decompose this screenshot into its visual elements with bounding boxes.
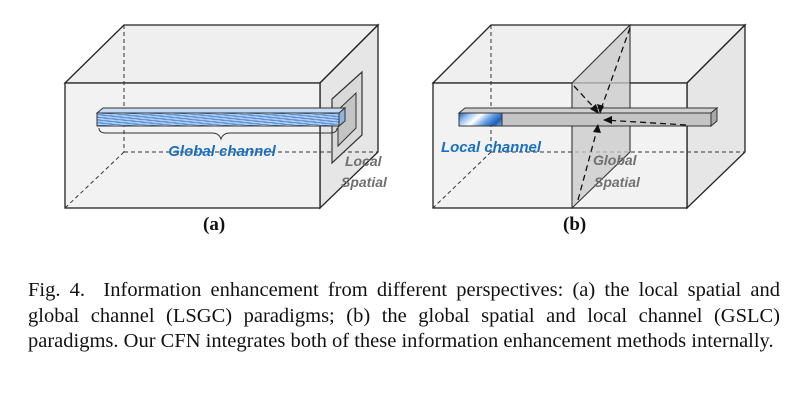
panel-b-local-channel-segment [458, 112, 503, 127]
panel-a-channel-brace [98, 127, 338, 141]
panel-a-local-spatial-inner [337, 91, 357, 148]
panel-b-front-face [432, 82, 688, 209]
panel-a-channel-bar-top [95, 107, 347, 114]
panel-b-spatial-label-line1: Global [593, 152, 638, 168]
panel-a-diagram: Global channel Local Spatial [63, 23, 388, 210]
panel-a-spatial-label-line1: Local [345, 153, 383, 169]
figure-diagram: Global channel Local Spatial [63, 23, 747, 210]
panel-a-channel-label: Global channel [168, 143, 276, 160]
panel-a-label: (a) [203, 214, 226, 235]
panel-a-spatial-label-line2: Spatial [341, 174, 388, 190]
panel-b-channel-bar-end [710, 106, 718, 128]
panel-b-channel-bar-top [457, 107, 719, 114]
figure-caption: Fig. 4. Information enhancement from dif… [28, 279, 780, 352]
panel-a-front-face [64, 82, 321, 209]
panel-a-channel-bar [96, 112, 340, 127]
figure: Global channel Local Spatial [63, 23, 747, 235]
panel-b-arrow-heads [590, 104, 612, 133]
panel-b-diagram: Local channel Global Spatial [431, 23, 747, 210]
panel-b-label: (b) [563, 214, 587, 235]
panel-b-spatial-arrows [573, 27, 687, 201]
panel-a-channel-bar-end [338, 106, 346, 128]
panel-b-spatial-label-line2: Spatial [594, 174, 641, 190]
panel-b-channel-label: Local channel [441, 139, 542, 156]
